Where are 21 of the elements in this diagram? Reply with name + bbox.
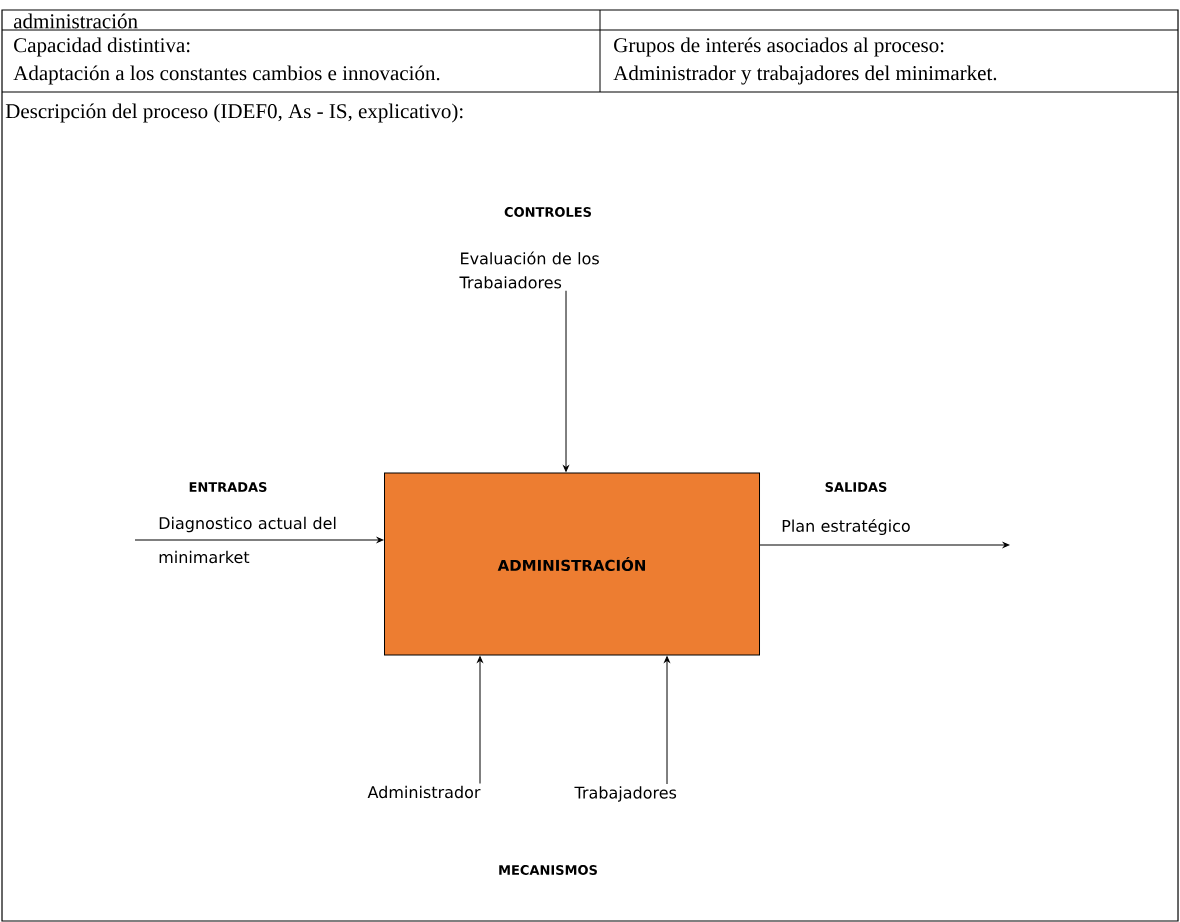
node-text: Trabajadores <box>574 786 677 802</box>
arrow <box>563 290 569 472</box>
section-label: SALIDAS <box>825 482 887 492</box>
edge-label: Diagnostico actual del minimarket <box>159 516 336 564</box>
section-label: MECANISMOS <box>499 865 597 875</box>
arrow <box>134 537 384 543</box>
edge-label: Plan estratégico <box>782 518 910 536</box>
cell-text: Grupos de interés asociados al proceso: <box>614 37 944 57</box>
arrow <box>759 542 1010 548</box>
cell-text: administración <box>13 13 138 29</box>
process-box: ADMINISTRACIÓN <box>384 472 760 656</box>
cell-text: Adaptación a los constantes cambios e innovación. <box>13 65 440 85</box>
arrow <box>477 656 483 785</box>
section-label: CONTROLES <box>504 207 591 217</box>
node-text: Administrador <box>367 785 481 799</box>
section-label: ENTRADAS <box>189 482 267 492</box>
cell-text: Capacidad distintiva: <box>14 37 190 57</box>
node-text: Evaluación de los Trabaiadores <box>459 251 599 289</box>
cell-text: Administrador y trabajadores del minimarket. <box>613 65 997 85</box>
arrow <box>664 656 670 785</box>
cell-text: Descripción del proceso (IDEF0, As - IS, explicativo): <box>5 103 463 123</box>
